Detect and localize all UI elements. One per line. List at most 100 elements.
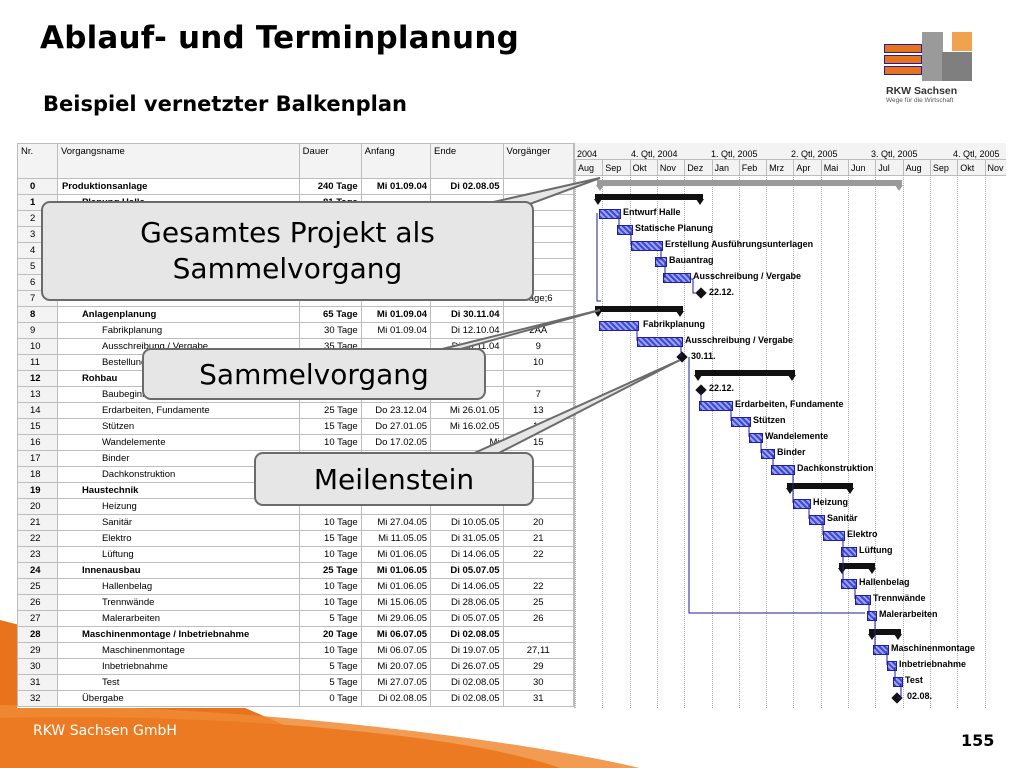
task-number: 23 bbox=[17, 546, 58, 563]
task-duration: 15 Tage bbox=[298, 530, 362, 547]
task-number: 32 bbox=[17, 690, 58, 707]
timescale-divider bbox=[848, 160, 849, 175]
slide-subtitle: Beispiel vernetzter Balkenplan bbox=[43, 92, 407, 116]
summary-bar bbox=[838, 563, 876, 574]
task-label: Bauantrag bbox=[669, 255, 714, 265]
task-duration: 25 Tage bbox=[298, 402, 362, 419]
timescale-month: Apr bbox=[796, 163, 811, 173]
task-predecessor: 7 bbox=[502, 386, 575, 403]
task-name: Wandelemente bbox=[56, 434, 300, 451]
task-name: Fabrikplanung bbox=[56, 322, 300, 339]
task-name: Trennwände bbox=[56, 594, 300, 611]
month-gridline bbox=[984, 175, 986, 708]
timescale-divider bbox=[902, 160, 904, 175]
task-bar bbox=[617, 225, 633, 235]
task-predecessor: 29 bbox=[502, 658, 575, 675]
task-duration: 25 Tage bbox=[298, 562, 362, 579]
task-number: 29 bbox=[17, 642, 58, 659]
task-start: Mi 15.06.05 bbox=[360, 594, 432, 611]
logo-block bbox=[952, 32, 972, 51]
task-number: 14 bbox=[17, 402, 58, 419]
summary-bar bbox=[786, 483, 854, 494]
summary-bar bbox=[694, 370, 796, 381]
task-bar bbox=[823, 531, 845, 541]
task-bar bbox=[855, 595, 871, 605]
logo-slogan: Wege für die Wirtschaft bbox=[886, 97, 954, 104]
timescale-month: Nov bbox=[987, 163, 1004, 173]
task-predecessor: 26 bbox=[502, 610, 575, 627]
month-gridline bbox=[684, 175, 686, 708]
task-number: 21 bbox=[17, 514, 58, 531]
task-end: Mi 16.02.05 bbox=[430, 418, 504, 435]
task-start: Mi 01.06.05 bbox=[360, 578, 432, 595]
task-duration: 0 Tage bbox=[298, 690, 362, 707]
task-bar bbox=[873, 645, 889, 655]
task-end: Mi 26.01.05 bbox=[430, 402, 504, 419]
timescale-month: Mai bbox=[823, 163, 839, 173]
task-start: Mi 01.09.04 bbox=[360, 306, 432, 323]
task-label: Entwurf Halle bbox=[623, 207, 681, 217]
callout-milestone: Meilenstein bbox=[254, 452, 534, 506]
timescale-month: Aug bbox=[905, 163, 922, 173]
timescale-divider bbox=[957, 160, 959, 175]
task-number: 19 bbox=[17, 482, 58, 499]
task-end: Di 02.08.05 bbox=[430, 674, 504, 691]
task-label: Elektro bbox=[847, 529, 878, 539]
task-duration: 10 Tage bbox=[298, 546, 362, 563]
task-end: Di 14.06.05 bbox=[430, 546, 504, 563]
col-header-start: Anfang bbox=[360, 143, 432, 179]
task-name: Inbetriebnahme bbox=[56, 658, 300, 675]
task-predecessor bbox=[502, 178, 575, 195]
timescale-divider bbox=[766, 160, 768, 175]
task-label: Erstellung Ausführungsunterlagen bbox=[665, 239, 814, 249]
page-number: 155 bbox=[961, 731, 995, 750]
task-label: Hallenbelag bbox=[859, 577, 910, 587]
timescale-divider bbox=[738, 160, 740, 175]
task-end: Di 31.05.05 bbox=[430, 530, 504, 547]
task-duration: 10 Tage bbox=[298, 578, 362, 595]
task-end: Di 10.05.05 bbox=[430, 514, 504, 531]
task-start: Mi 11.05.05 bbox=[360, 530, 432, 547]
task-label: Dachkonstruktion bbox=[797, 463, 874, 473]
task-predecessor bbox=[502, 562, 575, 579]
task-end: Di 19.07.05 bbox=[430, 642, 504, 659]
slide-title: Ablauf- und Terminplanung bbox=[40, 20, 519, 56]
timescale-month: Okt bbox=[632, 163, 647, 173]
task-predecessor: 22 bbox=[502, 546, 575, 563]
task-duration: 10 Tage bbox=[298, 434, 362, 451]
timescale-divider bbox=[711, 160, 713, 175]
task-predecessor: 14 bbox=[502, 418, 575, 435]
task-duration: 5 Tage bbox=[298, 658, 362, 675]
footer-company: RKW Sachsen GmbH bbox=[33, 723, 177, 739]
rkw-logo: RKW Sachsen Wege für die Wirtschaft bbox=[884, 30, 976, 110]
task-bar bbox=[771, 465, 795, 475]
milestone-label: 22.12. bbox=[709, 287, 735, 297]
task-duration: 5 Tage bbox=[298, 674, 362, 691]
task-bar bbox=[631, 241, 663, 251]
timescale-month: Jun bbox=[851, 163, 866, 173]
task-number: 18 bbox=[17, 466, 58, 483]
task-name: Sanitär bbox=[56, 514, 300, 531]
task-number: 16 bbox=[17, 434, 58, 451]
logo-stripe bbox=[884, 55, 922, 64]
timescale-month: Okt bbox=[960, 163, 975, 173]
